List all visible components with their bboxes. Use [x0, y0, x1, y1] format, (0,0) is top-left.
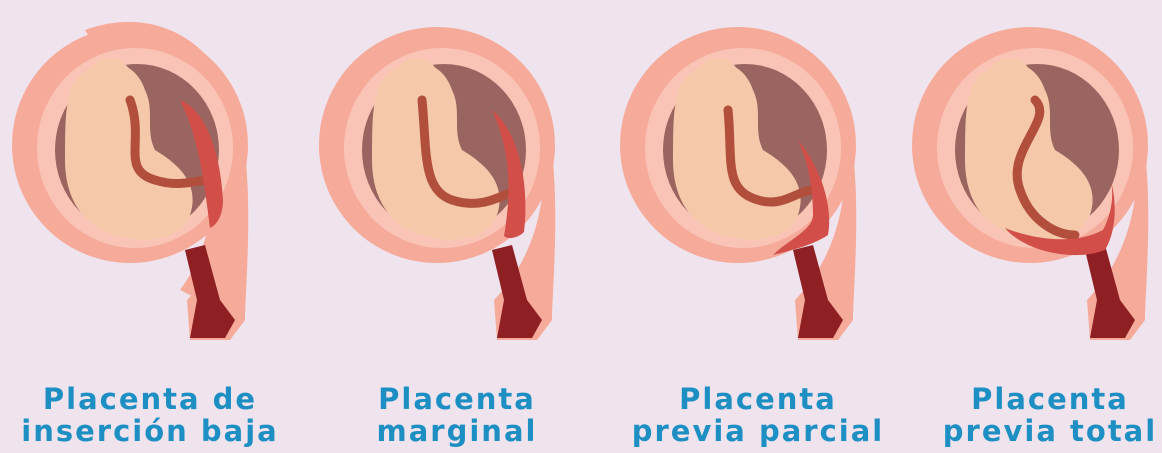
caption-line-2: inserción baja: [5, 415, 295, 447]
uterus-illustration-partial: [613, 0, 903, 370]
uterus-illustration-low-lying: [5, 0, 295, 370]
caption-line-2: previa parcial: [613, 415, 903, 447]
panel-marginal: Placenta marginal: [312, 0, 602, 453]
uterus-illustration-marginal: [312, 0, 602, 370]
caption: Placenta previa parcial: [613, 383, 903, 447]
caption-line-2: marginal: [312, 415, 602, 447]
caption-line-1: Placenta: [905, 383, 1162, 415]
caption-line-1: Placenta: [613, 383, 903, 415]
panel-low-lying: Placenta de inserción baja: [5, 0, 295, 453]
uterus-illustration-total: [905, 0, 1162, 370]
caption-line-1: Placenta de: [5, 383, 295, 415]
panel-total: Placenta previa total: [905, 0, 1162, 453]
caption-line-1: Placenta: [312, 383, 602, 415]
caption: Placenta de inserción baja: [5, 383, 295, 447]
panel-partial: Placenta previa parcial: [613, 0, 903, 453]
caption-line-2: previa total: [905, 415, 1162, 447]
caption: Placenta marginal: [312, 383, 602, 447]
caption: Placenta previa total: [905, 383, 1162, 447]
